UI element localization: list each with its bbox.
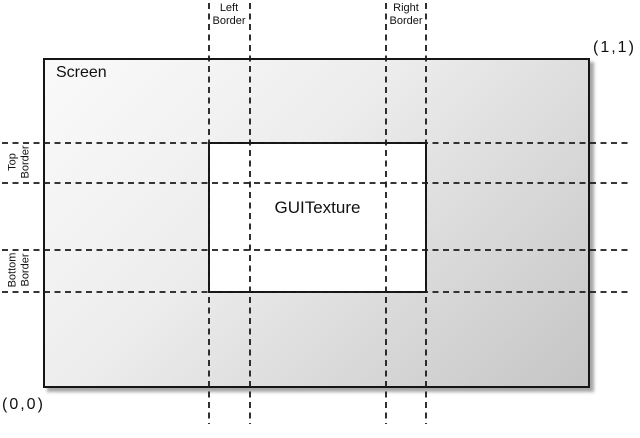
coord-bottom-left-label: (0,0) <box>2 396 45 413</box>
top-border-label: Top Border <box>6 145 32 179</box>
right-border-label: Right Border <box>389 2 423 27</box>
bottom-border-label: Bottom Border <box>6 252 32 288</box>
screen-label: Screen <box>56 64 107 81</box>
left-border-label: Left Border <box>212 2 246 27</box>
guitexture-label: GUITexture <box>274 198 361 217</box>
coord-top-right-label: (1,1) <box>593 39 636 56</box>
